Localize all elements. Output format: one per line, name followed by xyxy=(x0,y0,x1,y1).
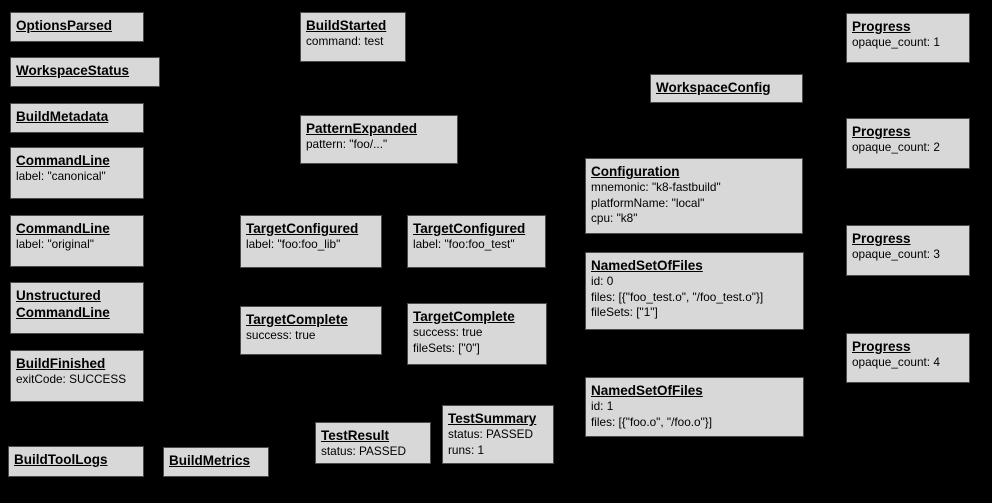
node-line: files: [{"foo_test.o", "/foo_test.o"}] xyxy=(591,289,764,304)
event-node-progress-3: Progress opaque_count: 3 xyxy=(846,225,970,276)
event-node-workspacestatus: WorkspaceStatus xyxy=(10,57,160,87)
event-node-configuration: Configuration mnemonic: "k8-fastbuild" p… xyxy=(585,158,803,234)
event-node-targetconfigured-foo-lib: TargetConfigured label: "foo:foo_lib" xyxy=(240,215,382,268)
node-line: opaque_count: 2 xyxy=(852,140,940,154)
node-title: TargetConfigured xyxy=(413,221,526,236)
event-node-optionsparsed: OptionsParsed xyxy=(10,12,144,42)
event-node-progress-1: Progress opaque_count: 1 xyxy=(846,13,970,63)
node-title: Progress xyxy=(852,339,911,354)
event-node-buildfinished: BuildFinished exitCode: SUCCESS xyxy=(10,350,144,402)
node-title: CommandLine xyxy=(16,305,110,320)
event-node-namedsetoffiles-1: NamedSetOfFiles id: 1 files: [{"foo.o", … xyxy=(585,377,804,437)
node-title: Progress xyxy=(852,19,911,34)
node-title: CommandLine xyxy=(16,153,110,168)
node-line: success: true xyxy=(246,328,316,342)
node-title: WorkspaceConfig xyxy=(656,80,771,95)
node-line: label: "original" xyxy=(16,237,94,251)
event-node-targetcomplete-foo-lib: TargetComplete success: true xyxy=(240,306,382,355)
node-line: opaque_count: 1 xyxy=(852,35,940,49)
event-node-testresult: TestResult status: PASSED xyxy=(315,422,431,464)
node-line: pattern: "foo/..." xyxy=(306,137,388,151)
node-title: Unstructured xyxy=(16,288,101,303)
node-title: BuildMetrics xyxy=(169,453,251,468)
node-line: opaque_count: 3 xyxy=(852,247,940,261)
event-node-targetcomplete-foo-test: TargetComplete success: true fileSets: [… xyxy=(407,303,547,365)
node-line: label: "foo:foo_lib" xyxy=(246,237,341,251)
node-title: BuildStarted xyxy=(306,18,387,33)
node-title: NamedSetOfFiles xyxy=(591,383,703,398)
node-title: TestSummary xyxy=(448,411,537,426)
node-line: cpu: "k8" xyxy=(591,211,638,225)
node-line: fileSets: ["1"] xyxy=(591,305,658,319)
node-line: command: test xyxy=(306,34,384,48)
node-line: platformName: "local" xyxy=(591,195,705,210)
event-node-buildmetrics: BuildMetrics xyxy=(163,447,269,477)
node-line: opaque_count: 4 xyxy=(852,355,940,369)
event-node-buildstarted: BuildStarted command: test xyxy=(300,12,406,62)
node-title: TargetComplete xyxy=(413,309,515,324)
event-node-commandline-canonical: CommandLine label: "canonical" xyxy=(10,147,144,199)
node-title: TargetConfigured xyxy=(246,221,359,236)
event-node-progress-2: Progress opaque_count: 2 xyxy=(846,118,970,169)
node-line: id: 0 xyxy=(591,274,614,288)
node-title: Progress xyxy=(852,124,911,139)
node-line: fileSets: ["0"] xyxy=(413,340,480,355)
node-line: status: PASSED xyxy=(321,444,407,458)
event-node-commandline-original: CommandLine label: "original" xyxy=(10,215,144,267)
event-node-progress-4: Progress opaque_count: 4 xyxy=(846,333,970,383)
node-line: success: true xyxy=(413,325,483,339)
node-title: BuildToolLogs xyxy=(14,452,108,467)
node-title: PatternExpanded xyxy=(306,121,418,136)
node-title: Progress xyxy=(852,231,911,246)
node-title: TestResult xyxy=(321,428,390,443)
node-line: mnemonic: "k8-fastbuild" xyxy=(591,180,721,194)
node-title: NamedSetOfFiles xyxy=(591,258,703,273)
node-title: BuildFinished xyxy=(16,356,106,371)
node-title: TargetComplete xyxy=(246,312,348,327)
event-node-buildtoollogs: BuildToolLogs xyxy=(8,446,144,477)
event-node-patternexpanded: PatternExpanded pattern: "foo/..." xyxy=(300,115,458,164)
node-title: BuildMetadata xyxy=(16,109,109,124)
event-node-unstructuredcommandline: Unstructured CommandLine xyxy=(10,282,144,334)
node-line: id: 1 xyxy=(591,399,614,413)
event-node-testsummary: TestSummary status: PASSED runs: 1 xyxy=(442,405,554,464)
node-line: status: PASSED xyxy=(448,427,534,441)
node-line: runs: 1 xyxy=(448,442,485,457)
node-title: OptionsParsed xyxy=(16,18,113,33)
node-line: files: [{"foo.o", "/foo.o"}] xyxy=(591,414,713,429)
node-title: WorkspaceStatus xyxy=(16,63,130,78)
event-node-namedsetoffiles-0: NamedSetOfFiles id: 0 files: [{"foo_test… xyxy=(585,252,804,330)
event-node-buildmetadata: BuildMetadata xyxy=(10,103,144,133)
node-line: label: "canonical" xyxy=(16,169,106,183)
node-title: Configuration xyxy=(591,164,680,179)
event-node-workspaceconfig: WorkspaceConfig xyxy=(650,74,803,103)
node-line: label: "foo:foo_test" xyxy=(413,237,515,251)
event-node-targetconfigured-foo-test: TargetConfigured label: "foo:foo_test" xyxy=(407,215,546,268)
node-title: CommandLine xyxy=(16,221,110,236)
node-line: exitCode: SUCCESS xyxy=(16,372,127,386)
